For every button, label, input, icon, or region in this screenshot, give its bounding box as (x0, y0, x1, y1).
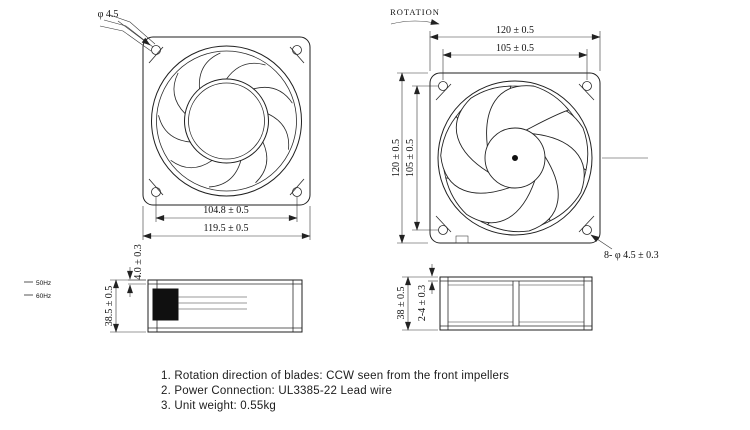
rear-holes-leader (590, 234, 613, 250)
front-hub-outer (184, 78, 269, 164)
rear-shaft-dot (512, 155, 518, 161)
front-venturi-outer (151, 45, 302, 197)
legend-50hz-label: 50Hz (36, 280, 51, 287)
front-dim-holes (155, 197, 298, 222)
side-front-wire-lines (178, 296, 247, 310)
side-rear-dim-flange (428, 264, 438, 294)
front-view-dimensions: φ 4.5 104.8 ± 0.5 119.5 ± 0.5 (98, 9, 311, 240)
front-dim-frame (142, 206, 311, 240)
front-frame (142, 36, 311, 206)
rear-holes-callout-label: 8- φ 4.5 ± 0.3 (604, 250, 659, 261)
rear-mounting-holes (438, 81, 592, 235)
front-view (99, 14, 311, 206)
side-view-rear (439, 276, 593, 331)
legend-60hz-label: 60Hz (36, 293, 51, 300)
note-weight: 3. Unit weight: 0.55kg (161, 400, 276, 412)
rear-dim-holes-width-label: 105 ± 0.5 (496, 43, 534, 54)
rear-dim-frame-height-label: 120 ± 0.5 (391, 139, 402, 177)
frequency-legend: 50Hz 60Hz (24, 280, 51, 300)
side-rear-dim-depth (402, 276, 438, 331)
rear-view-dimensions: ROTATION 120 ± 0.5 105 ± 0.5 120 ± 0.5 1… (390, 7, 659, 261)
rear-ring-outer (437, 80, 593, 236)
rear-dim-holes-height-label: 105 ± 0.5 (405, 139, 416, 177)
front-hole-callout-label: φ 4.5 (98, 9, 119, 20)
rotation-label: ROTATION (390, 7, 440, 17)
front-hub-inner (188, 82, 265, 160)
rear-dim-holes-height (412, 85, 438, 231)
rear-view (429, 72, 648, 244)
front-dim-frame-label: 119.5 ± 0.5 (203, 223, 248, 234)
side-rear-dim-flange-label: 2-4 ± 0.3 (417, 285, 428, 321)
rear-cable-clip (455, 235, 469, 244)
side-rear-body (439, 276, 593, 331)
rear-impeller-blades (440, 85, 589, 233)
front-dim-holes-label: 104.8 ± 0.5 (203, 205, 249, 216)
side-front-body (147, 279, 303, 333)
rear-dim-frame-height (397, 72, 428, 244)
rear-corner-braces (435, 83, 595, 233)
side-rear-dimensions: 38 ± 0.5 2-4 ± 0.3 (396, 264, 438, 331)
side-front-motor-block (152, 288, 179, 321)
side-rear-dim-depth-label: 38 ± 0.5 (396, 287, 407, 320)
note-power: 2. Power Connection: UL3385-22 Lead wire (161, 385, 393, 397)
side-front-dim-depth-label: 38.5 ± 0.5 (104, 286, 115, 327)
rear-frame (429, 72, 601, 244)
side-front-dim-flange-label: 4.0 ± 0.3 (133, 244, 144, 280)
side-view-front (147, 279, 303, 333)
rotation-arrow-icon (390, 19, 440, 25)
rear-dim-frame-width (429, 31, 601, 71)
rear-dim-holes-width (442, 49, 588, 80)
side-front-dim-depth (110, 279, 146, 333)
note-rotation: 1. Rotation direction of blades: CCW see… (161, 370, 510, 382)
rear-dim-frame-width-label: 120 ± 0.5 (496, 25, 534, 36)
front-mounting-holes (151, 45, 302, 197)
side-front-dimensions: 50Hz 60Hz 38.5 ± 0.5 4.0 ± 0.3 (24, 244, 146, 333)
front-impeller-blades (158, 52, 293, 188)
side-front-dim-flange (127, 267, 146, 297)
front-venturi-inner (156, 50, 297, 192)
lead-wires (99, 14, 156, 52)
side-rear-inner-lines (448, 284, 584, 323)
front-hole-leader (117, 20, 151, 46)
spec-notes: 1. Rotation direction of blades: CCW see… (161, 369, 509, 414)
side-rear-frame-lines (440, 277, 592, 330)
